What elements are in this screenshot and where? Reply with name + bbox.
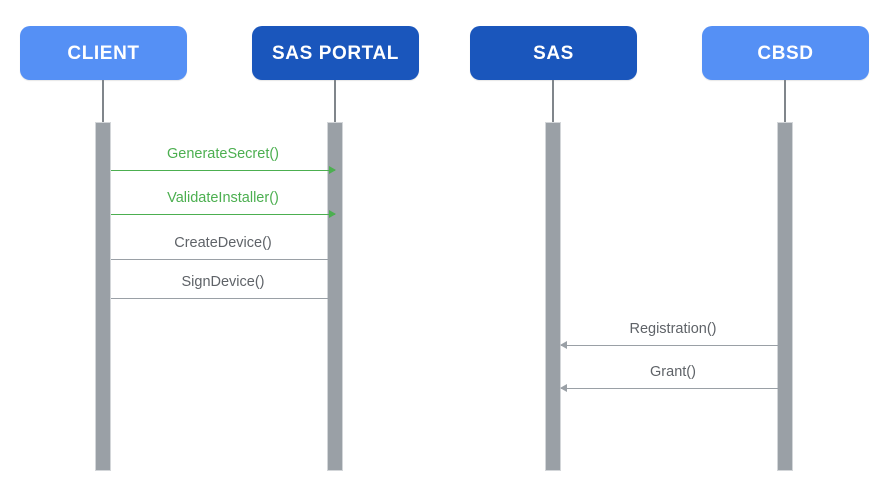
arrowhead-icon xyxy=(329,166,336,174)
message-line xyxy=(561,345,785,346)
participant-label-client: CLIENT xyxy=(67,42,140,64)
lifeline-cbsd xyxy=(784,80,786,122)
lifeline-sas xyxy=(552,80,554,122)
participant-box-cbsd[interactable]: CBSD xyxy=(702,26,869,80)
message-label: ValidateInstaller() xyxy=(167,190,279,207)
arrowhead-icon xyxy=(560,384,567,392)
message-label: Grant() xyxy=(650,364,696,381)
lifeline-client xyxy=(102,80,104,122)
participant-box-client[interactable]: CLIENT xyxy=(20,26,187,80)
message-line xyxy=(111,214,335,215)
message-line xyxy=(111,298,335,299)
participant-box-sas-portal[interactable]: SAS PORTAL xyxy=(252,26,419,80)
participant-label-sas: SAS xyxy=(533,42,574,64)
arrowhead-icon xyxy=(329,255,336,263)
arrowhead-icon xyxy=(560,341,567,349)
message-label: SignDevice() xyxy=(181,274,265,291)
message-line xyxy=(561,388,785,389)
participant-box-sas[interactable]: SAS xyxy=(470,26,637,80)
message-line xyxy=(111,259,335,260)
message-line xyxy=(111,170,335,171)
message-label: CreateDevice() xyxy=(174,235,272,252)
activation-bar-sas xyxy=(545,122,561,471)
message-label: GenerateSecret() xyxy=(166,146,280,163)
activation-bar-cbsd xyxy=(777,122,793,471)
arrowhead-icon xyxy=(329,294,336,302)
lifeline-sas-portal xyxy=(334,80,336,122)
activation-bar-client xyxy=(95,122,111,471)
participant-label-sas-portal: SAS PORTAL xyxy=(271,42,400,64)
arrowhead-icon xyxy=(329,210,336,218)
participant-label-cbsd: CBSD xyxy=(757,42,814,64)
message-label: Registration() xyxy=(629,321,717,338)
